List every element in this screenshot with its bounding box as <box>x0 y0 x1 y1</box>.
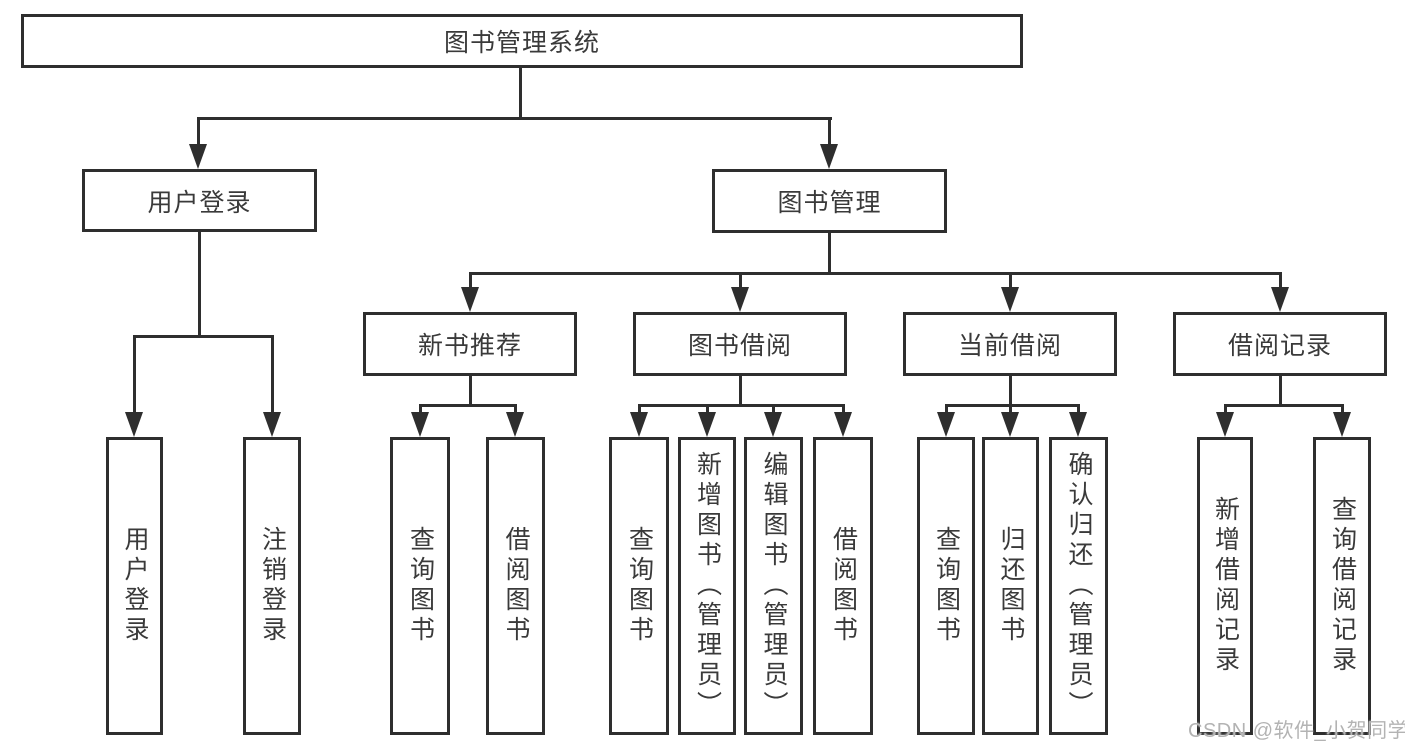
arrowhead-down-icon <box>263 412 281 437</box>
node-new-book-recommendation: 新书推荐 <box>363 312 577 376</box>
connector-line <box>469 272 1282 275</box>
arrowhead-down-icon <box>125 412 143 437</box>
leaf-logout: 注销登录 <box>243 437 301 735</box>
connector-line <box>842 404 845 414</box>
connector-line <box>419 404 517 407</box>
node-label: 新书推荐 <box>417 332 522 360</box>
arrowhead-down-icon <box>698 412 716 437</box>
arrowhead-down-icon <box>820 144 838 169</box>
node-label: 确认归还（管理员） <box>1065 451 1093 721</box>
connector-line <box>133 335 274 338</box>
connector-line <box>828 117 831 146</box>
leaf-edit-books-admin: 编辑图书（管理员） <box>744 437 803 735</box>
connector-line <box>469 376 472 407</box>
arrowhead-down-icon <box>731 287 749 312</box>
arrowhead-down-icon <box>1216 412 1234 437</box>
connector-line <box>1279 272 1282 289</box>
arrowhead-down-icon <box>506 412 524 437</box>
node-label: 新增借阅记录 <box>1211 496 1240 676</box>
connector-line <box>419 404 422 414</box>
leaf-user-login: 用户登录 <box>106 437 163 735</box>
arrowhead-down-icon <box>630 412 648 437</box>
node-label: 编辑图书（管理员） <box>760 451 788 721</box>
arrowhead-down-icon <box>1333 412 1351 437</box>
connector-line <box>706 404 709 414</box>
connector-line <box>945 404 948 414</box>
connector-line <box>133 335 136 414</box>
connector-line <box>271 335 274 414</box>
csdn-watermark: CSDN @软件_小贺同学 <box>1188 720 1405 742</box>
connector-line <box>1341 404 1344 414</box>
leaf-borrow-books: 借阅图书 <box>813 437 873 735</box>
connector-line <box>739 272 742 289</box>
node-label: 用户登录 <box>121 526 149 646</box>
node-label: 查询图书 <box>406 526 435 646</box>
connector-line <box>469 272 472 289</box>
connector-line <box>1009 272 1012 289</box>
arrowhead-down-icon <box>411 412 429 437</box>
connector-line <box>1279 375 1282 407</box>
arrowhead-down-icon <box>764 412 782 437</box>
arrowhead-down-icon <box>937 412 955 437</box>
node-label: 借阅记录 <box>1227 332 1332 360</box>
arrowhead-down-icon <box>1069 412 1087 437</box>
leaf-query-borrow-record: 查询借阅记录 <box>1313 437 1371 735</box>
node-label: 新增图书（管理员） <box>693 451 722 721</box>
leaf-query-books-recommend: 查询图书 <box>390 437 450 735</box>
node-label: 用户登录 <box>147 188 252 217</box>
connector-line <box>197 117 200 146</box>
node-label: 查询图书 <box>625 526 654 646</box>
node-label: 借阅图书 <box>829 526 858 646</box>
leaf-add-books-admin: 新增图书（管理员） <box>678 437 736 735</box>
connector-line <box>1077 404 1080 414</box>
connector-line <box>638 404 844 407</box>
node-label: 图书管理 <box>777 189 882 217</box>
connector-line <box>1009 404 1012 414</box>
leaf-query-books-current: 查询图书 <box>917 437 975 735</box>
node-label: 图书借阅 <box>687 332 792 360</box>
node-label: 注销登录 <box>258 526 287 646</box>
arrowhead-down-icon <box>189 144 207 169</box>
connector-line <box>1224 404 1227 414</box>
arrowhead-down-icon <box>461 287 479 312</box>
node-label: 查询图书 <box>932 526 961 646</box>
node-user-login: 用户登录 <box>82 169 317 232</box>
connector-line <box>198 232 201 338</box>
leaf-confirm-return-admin: 确认归还（管理员） <box>1049 437 1108 735</box>
connector-line <box>638 404 641 414</box>
node-label: 归还图书 <box>997 526 1025 646</box>
node-book-management: 图书管理 <box>712 169 947 233</box>
connector-line <box>772 404 775 414</box>
node-label: 图书管理系统 <box>443 29 600 57</box>
node-label: 借阅图书 <box>502 526 530 646</box>
connector-line <box>514 404 517 414</box>
arrowhead-down-icon <box>1271 287 1289 312</box>
arrowhead-down-icon <box>834 412 852 437</box>
connector-line <box>519 68 522 120</box>
connector-line <box>739 376 742 407</box>
node-label: 查询借阅记录 <box>1328 496 1357 676</box>
arrowhead-down-icon <box>1001 287 1019 312</box>
connector-line <box>1009 375 1012 407</box>
leaf-return-books: 归还图书 <box>982 437 1039 735</box>
node-library-management-system: 图书管理系统 <box>21 14 1023 68</box>
leaf-add-borrow-record: 新增借阅记录 <box>1197 437 1253 735</box>
node-current-borrowing: 当前借阅 <box>903 312 1117 376</box>
node-borrowing-records: 借阅记录 <box>1173 312 1387 376</box>
node-label: 当前借阅 <box>957 332 1062 360</box>
connector-line <box>945 404 1080 407</box>
leaf-borrow-books-recommend: 借阅图书 <box>486 437 545 735</box>
arrowhead-down-icon <box>1001 412 1019 437</box>
leaf-query-books-borrowing: 查询图书 <box>609 437 669 735</box>
connector-line <box>828 233 831 275</box>
connector-line <box>1224 404 1344 407</box>
connector-line <box>197 117 832 120</box>
node-book-borrowing: 图书借阅 <box>633 312 847 376</box>
